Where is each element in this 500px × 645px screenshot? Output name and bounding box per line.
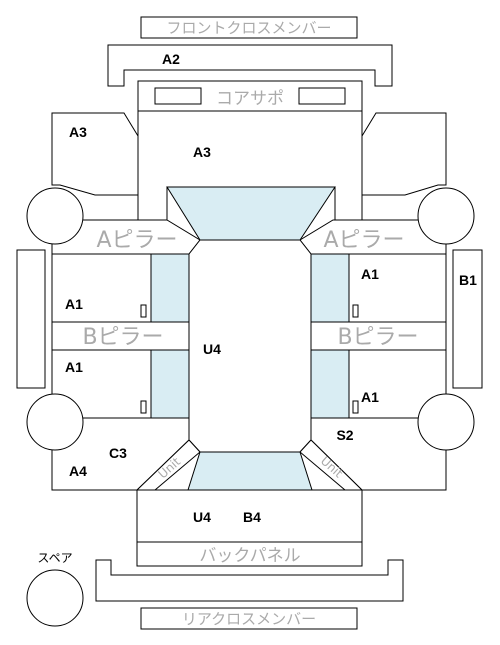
core-support-right-slot: [298, 87, 346, 105]
left-b-pillar-label: Bピラー: [82, 325, 163, 350]
left-side-sill[interactable]: [16, 249, 46, 389]
left-rear-side-glass[interactable]: [150, 349, 190, 419]
a3-left-rank: A3: [69, 124, 87, 140]
front-left-tire[interactable]: [26, 187, 84, 245]
right-rear-side-glass[interactable]: [310, 349, 350, 419]
a1-upper-left-rank: A1: [65, 296, 83, 312]
a3-center-rank: A3: [193, 144, 211, 160]
s2-rank: S2: [336, 427, 353, 443]
rear-cross-member-label: リアクロスメンバー: [182, 610, 316, 628]
b4-rank: B4: [243, 509, 261, 525]
right-fender-panel[interactable]: [361, 112, 447, 196]
left-b-pillar[interactable]: [51, 321, 191, 351]
back-panel-box[interactable]: [136, 541, 363, 567]
spare-tire[interactable]: [26, 569, 84, 627]
rear-left-tire[interactable]: [26, 393, 84, 451]
right-front-door-handle: [352, 304, 359, 318]
rear-window-glass[interactable]: [187, 451, 313, 491]
back-panel-label: バックパネル: [199, 546, 300, 566]
right-rear-door-handle: [352, 400, 359, 414]
core-support-label: コアサポ: [216, 89, 284, 109]
rear-cross-member-box[interactable]: [140, 607, 358, 630]
left-front-side-glass[interactable]: [150, 253, 190, 323]
rear-bracket[interactable]: [95, 559, 404, 602]
spare-label: スペア: [37, 551, 72, 565]
b1-rank: B1: [459, 272, 477, 288]
right-b-pillar[interactable]: [310, 321, 447, 351]
a2-rank: A2: [162, 51, 180, 67]
front-cross-member-label: フロントクロスメンバー: [166, 19, 331, 37]
u4-bottom-rank: U4: [193, 509, 211, 525]
front-right-tire[interactable]: [417, 187, 475, 245]
windshield-glass[interactable]: [166, 186, 336, 241]
a4-rank: A4: [69, 463, 87, 479]
u4-center-rank: U4: [203, 341, 221, 357]
core-support-left-slot: [154, 87, 202, 105]
left-rear-door-handle: [140, 400, 147, 414]
rear-right-tire[interactable]: [417, 393, 475, 451]
right-b-pillar-label: Bピラー: [337, 325, 418, 350]
a1-lower-right-rank: A1: [361, 389, 379, 405]
a1-lower-left-rank: A1: [65, 359, 83, 375]
left-a-pillar-label: Aピラー: [96, 228, 177, 253]
right-a-pillar-label: Aピラー: [323, 228, 404, 253]
right-side-sill[interactable]: [452, 249, 483, 389]
left-front-door-handle: [140, 304, 147, 318]
front-cross-member-box[interactable]: [140, 16, 358, 39]
trunk-lid[interactable]: [136, 489, 363, 543]
left-fender-panel[interactable]: [51, 112, 139, 196]
a1-upper-right-rank: A1: [361, 266, 379, 282]
c3-rank: C3: [109, 445, 127, 461]
right-front-side-glass[interactable]: [310, 253, 350, 323]
a2-bracket[interactable]: [107, 44, 393, 87]
